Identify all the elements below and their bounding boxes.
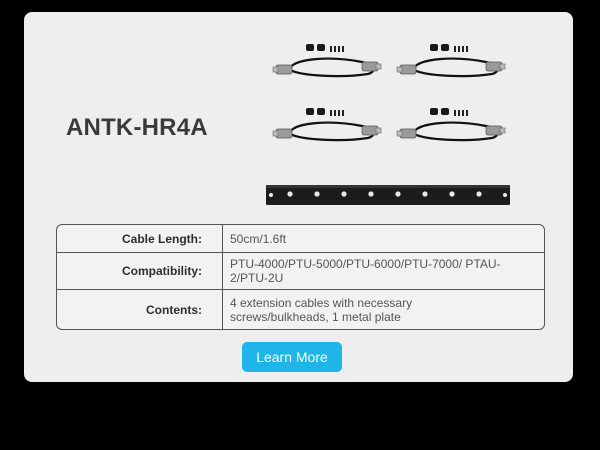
extension-cable-image xyxy=(272,42,382,78)
table-row: Contents: 4 extension cables with necess… xyxy=(57,290,544,329)
spec-value: PTU-4000/PTU-5000/PTU-6000/PTU-7000/ PTA… xyxy=(230,257,501,285)
specs-table: Cable Length: 50cm/1.6ft Compatibility: … xyxy=(56,224,545,330)
spec-value: 4 extension cables with necessary screws… xyxy=(230,295,413,324)
table-row: Compatibility: PTU-4000/PTU-5000/PTU-600… xyxy=(57,253,544,290)
spec-label: Compatibility: xyxy=(57,253,223,289)
extension-cable-image xyxy=(272,106,382,142)
product-card: ANTK-HR4A Cable Length: 50cm/1.6ft xyxy=(24,12,573,382)
product-model-title: ANTK-HR4A xyxy=(66,114,208,141)
extension-cable-image xyxy=(396,106,506,142)
spec-value: 50cm/1.6ft xyxy=(230,231,287,246)
extension-cable-image xyxy=(396,42,506,78)
spec-label: Contents: xyxy=(57,290,223,329)
spec-label: Cable Length: xyxy=(57,225,223,252)
table-row: Cable Length: 50cm/1.6ft xyxy=(57,225,544,253)
learn-more-button[interactable]: Learn More xyxy=(242,342,342,372)
metal-plate-image xyxy=(266,185,510,205)
